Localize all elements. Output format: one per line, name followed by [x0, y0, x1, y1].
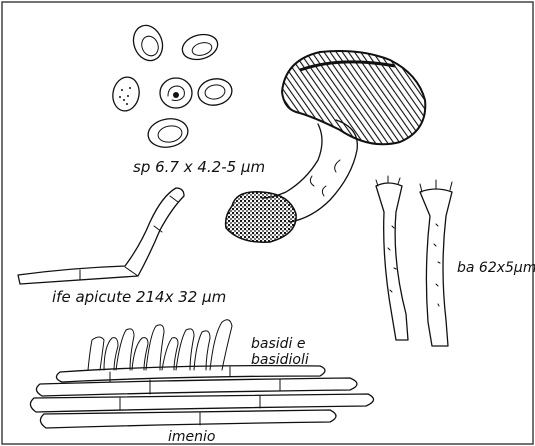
spores-label: sp 6.7 x 4.2-5 μm — [133, 158, 265, 176]
spore-6 — [146, 116, 190, 151]
hymenium-layer-3 — [30, 394, 373, 412]
spores-group — [110, 21, 234, 150]
basidia-group — [376, 176, 452, 346]
spore-2 — [180, 31, 221, 63]
hyphae-label: ife apicute 214x 32 μm — [52, 288, 226, 306]
stipe-base — [226, 192, 297, 242]
spore-1 — [129, 21, 168, 64]
stipe-left — [262, 124, 322, 198]
basidia-basidioles-label-line1: basidi e — [251, 336, 306, 352]
basidia-label: ba 62x5μm — [457, 260, 535, 276]
hymenium-group — [30, 320, 373, 428]
hyphae-group — [18, 188, 184, 284]
hymenium-label: imenio — [168, 429, 215, 445]
hymenium-layer-1 — [56, 366, 325, 382]
spore-4 — [160, 78, 192, 108]
hymenium-layer-4 — [40, 410, 336, 428]
hypha-outline — [18, 188, 184, 284]
spore-5 — [196, 76, 234, 108]
basidia-basidioles-label-line2: basidioli — [251, 352, 309, 368]
spore-3 — [110, 75, 142, 113]
basidium-2 — [420, 180, 452, 346]
mushroom-cap — [282, 51, 425, 144]
basidium-1 — [376, 176, 408, 340]
